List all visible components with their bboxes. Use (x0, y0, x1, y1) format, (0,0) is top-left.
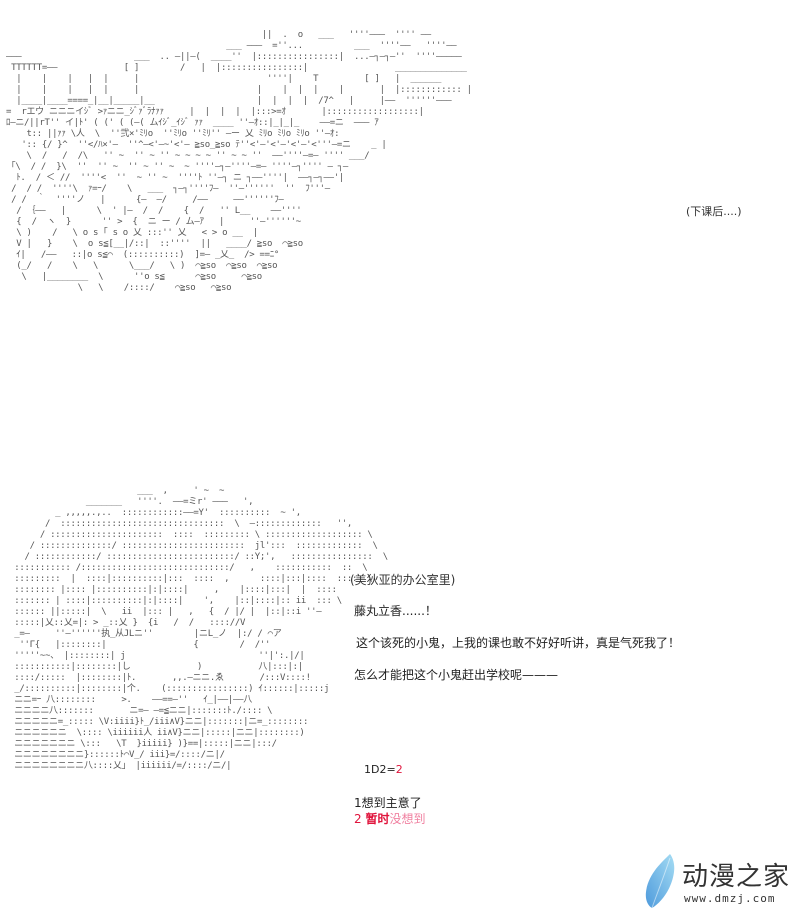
watermark-title: 动漫之家 (682, 862, 791, 892)
dice-option-2: 2 暂时没想到 (354, 810, 426, 827)
dmzj-watermark: 动漫之家 www.dmzj.com (640, 852, 790, 912)
dice-expression: 1D2= (364, 763, 396, 776)
dialogue-line-2: 这个该死的小鬼，上我的课也敢不好好听讲，真是气死我了！ (356, 636, 681, 650)
top-caption: (下课后....) (686, 205, 742, 218)
dice-option-1-text: 想到主意了 (361, 796, 422, 810)
dice-option-2-highlight: 暂时 (365, 812, 390, 826)
dice-option-1-number: 1 (354, 796, 362, 810)
dice-option-1: 1想到主意了 (354, 794, 422, 811)
watermark-url: www.dmzj.com (684, 892, 776, 905)
bottom-caption: (美狄亚的办公室里) (350, 573, 456, 587)
dialogue-line-1: 藤丸立香......！ (354, 604, 437, 618)
dialogue-line-3: 怎么才能把这个小鬼赶出学校呢——— (354, 668, 559, 682)
feather-logo-icon (645, 854, 675, 909)
ascii-art-school-scene: || . o ___ ''''——— '''' —— ___ ——— =''..… (6, 30, 472, 293)
dice-result: 2 (395, 763, 403, 776)
dice-roll: 1D2=2 (364, 763, 403, 776)
dice-option-2-number: 2 (354, 812, 362, 826)
ascii-art-medea-character: ___ , ' ~ ~ _______ ''''. ——=ミr' ——— ', … (14, 486, 388, 771)
dice-option-2-faded: 没想到 (389, 812, 426, 826)
